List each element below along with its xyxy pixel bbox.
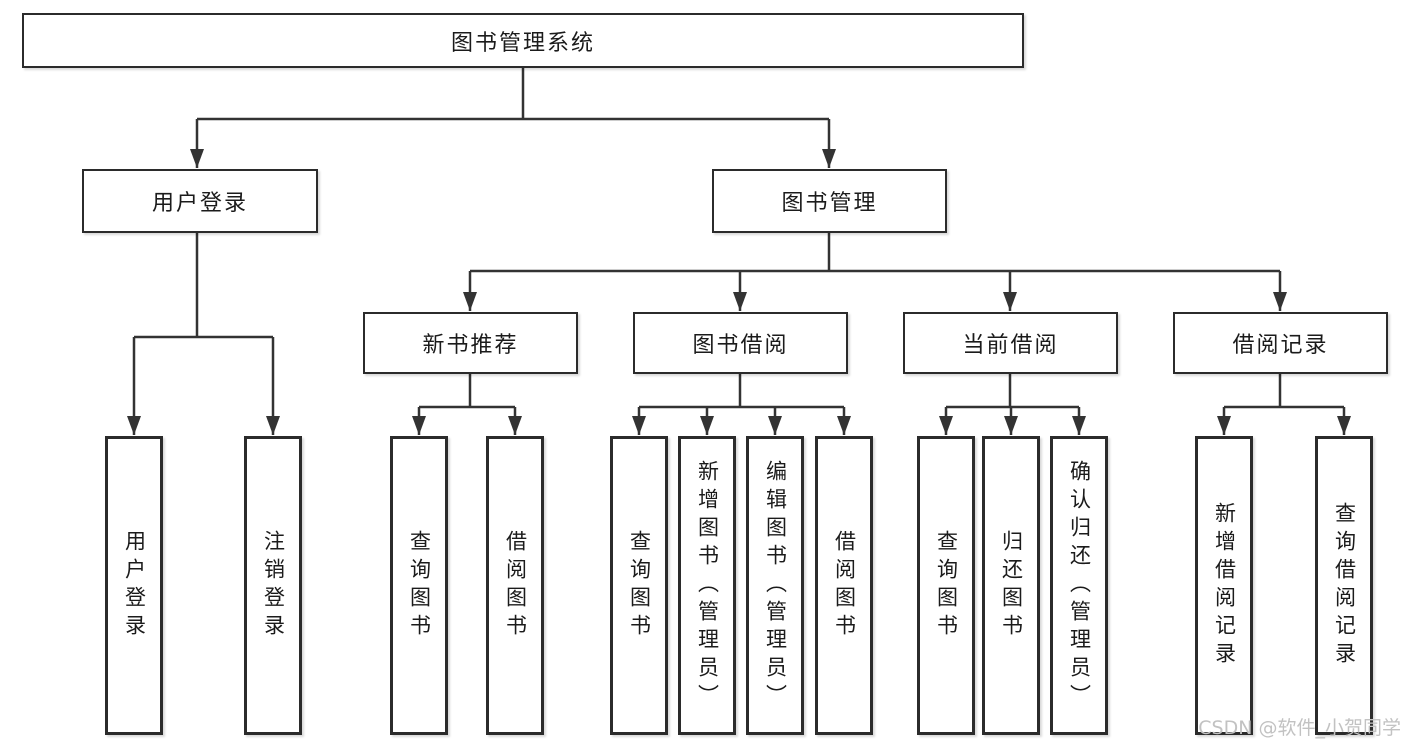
arrow-down-icon	[463, 292, 477, 311]
node-user-login: 用户登录	[82, 169, 318, 233]
node-leaf-query-books-current: 查询图书	[917, 436, 975, 735]
node-leaf-query-books-recommend: 查询图书	[390, 436, 448, 735]
node-leaf-logout: 注销登录	[244, 436, 302, 735]
node-leaf-confirm-return-admin: 确认归还（管理员）	[1050, 436, 1108, 735]
arrow-down-icon	[1003, 292, 1017, 311]
node-leaf-add-borrow-record: 新增借阅记录	[1195, 436, 1253, 735]
connector-path	[132, 68, 1346, 435]
arrow-down-icon	[508, 416, 522, 435]
node-current-borrowing: 当前借阅	[903, 312, 1118, 374]
node-book-management: 图书管理	[712, 169, 947, 233]
arrow-down-icon	[768, 416, 782, 435]
arrow-down-icon	[127, 416, 141, 435]
arrow-down-icon	[1273, 292, 1287, 311]
node-new-book-recommendation: 新书推荐	[363, 312, 578, 374]
arrow-down-icon	[1337, 416, 1351, 435]
arrow-down-icon	[939, 416, 953, 435]
arrow-down-icon	[822, 149, 836, 168]
node-book-borrowing: 图书借阅	[633, 312, 848, 374]
arrow-down-icon	[190, 149, 204, 168]
arrow-down-icon	[412, 416, 426, 435]
node-leaf-add-book-admin: 新增图书（管理员）	[678, 436, 736, 735]
node-leaf-borrow-books-recommend: 借阅图书	[486, 436, 544, 735]
node-leaf-return-book: 归还图书	[982, 436, 1040, 735]
node-leaf-borrow-books: 借阅图书	[815, 436, 873, 735]
node-leaf-edit-book-admin: 编辑图书（管理员）	[746, 436, 804, 735]
arrow-down-icon	[632, 416, 646, 435]
node-leaf-user-login: 用户登录	[105, 436, 163, 735]
node-borrowing-records: 借阅记录	[1173, 312, 1388, 374]
arrow-down-icon	[700, 416, 714, 435]
arrow-down-icon	[1217, 416, 1231, 435]
node-library-system: 图书管理系统	[22, 13, 1024, 68]
arrow-down-icon	[266, 416, 280, 435]
arrow-down-icon	[1004, 416, 1018, 435]
watermark: CSDN @软件_小贺同学	[1198, 717, 1401, 739]
arrow-down-icon	[837, 416, 851, 435]
node-leaf-query-borrow-record: 查询借阅记录	[1315, 436, 1373, 735]
arrow-down-icon	[1072, 416, 1086, 435]
arrow-down-icon	[733, 292, 747, 311]
node-leaf-query-books-borrowing: 查询图书	[610, 436, 668, 735]
